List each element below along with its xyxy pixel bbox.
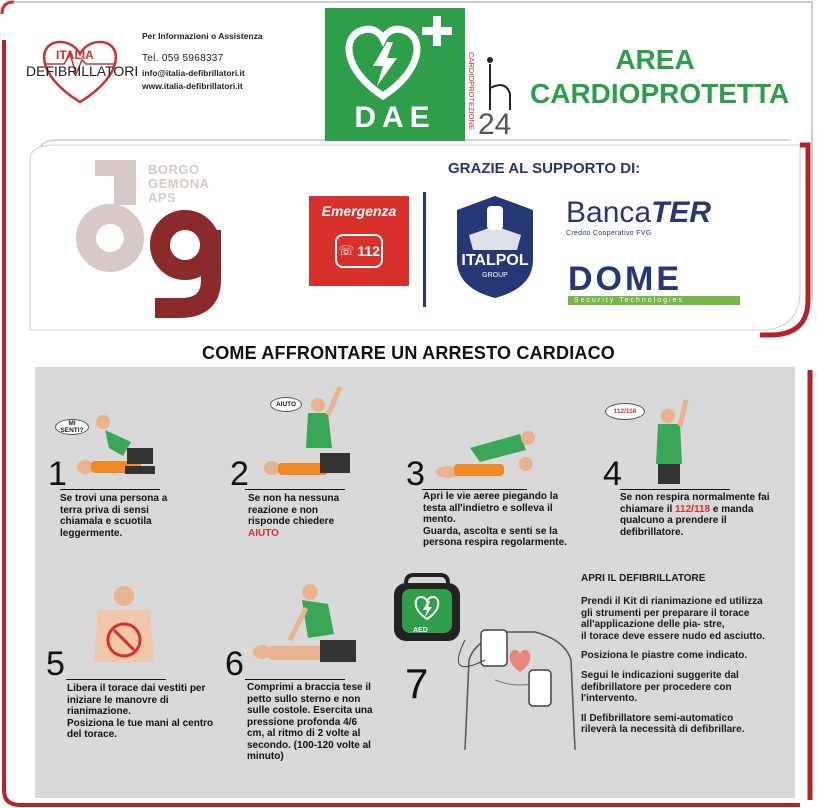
- borgo-line-1: BORGO: [148, 162, 200, 177]
- aed-paragraph-5: Il Defibrillatore semi-automatico rileve…: [581, 712, 745, 736]
- italpol-name: ITALPOL: [461, 252, 529, 269]
- phone-icon: ☏: [338, 243, 355, 258]
- area-cardioprotetta-title: AREA CARDIOPROTETTA: [530, 43, 790, 111]
- step-text-5-a: Libera il torace dai vestiti per iniziar…: [67, 683, 206, 717]
- info-title: Per Informazioni o Assistenza: [142, 31, 263, 41]
- aed-paragraph-1: Prendi il Kit di rianimazione ed utilizz…: [581, 596, 763, 631]
- speech-bubble-4-text: 112/118: [613, 408, 637, 415]
- aed-paragraph-2: il torace deve essere nudo ed asciutto.: [581, 630, 765, 642]
- step-text-3-a: Apri le vie aeree piegando la testa all'…: [423, 491, 559, 525]
- step-text-5: Libera il torace dai vestiti per iniziar…: [67, 683, 217, 741]
- step-text-2-highlight: AIUTO: [248, 527, 279, 539]
- h24-number: 24: [478, 108, 512, 141]
- aed-paragraph-4: Segui le indicazioni suggerite dal defib…: [581, 669, 739, 705]
- dome-sub: Security Technologies: [568, 296, 740, 305]
- email-address: info@italia-defibrillatori.it: [142, 68, 245, 78]
- logo-line2: DEFIBRILLATORI: [26, 63, 139, 79]
- step-underline-6: [245, 679, 345, 680]
- step-underline-5: [66, 679, 166, 680]
- emergenza-badge: ☏ 112: [335, 234, 383, 268]
- borgo-gemona-logo: [75, 154, 235, 330]
- step3-illustration: [436, 431, 535, 478]
- h24-mark-icon: [487, 57, 511, 110]
- website-address: www.italia-defibrillatori.it: [142, 80, 243, 91]
- step-number-5: 5: [46, 645, 65, 683]
- sponsor-divider: [423, 192, 426, 307]
- aed-instructions: Prendi il Kit di rianimazione ed utilizz…: [581, 596, 771, 744]
- italpol-sub: GROUP: [482, 272, 508, 279]
- dome-logo: DOME Security Technologies: [568, 262, 748, 308]
- step-text-4-b: e manda qualcuno a prendere il defibrill…: [620, 503, 754, 538]
- banca-sub: Credito Cooperativo FVG: [566, 230, 652, 237]
- borgo-line-2: GEMONA: [148, 176, 210, 191]
- sponsors-title: GRAZIE AL SUPPORTO DI:: [448, 160, 641, 177]
- step-text-4-a: Se non respira normalmente fai chiamare …: [620, 492, 770, 515]
- phone-number: Tel. 059 5968337: [142, 52, 224, 64]
- logo-line1: ITALIA: [56, 48, 94, 62]
- borgo-gemona-text: BORGO GEMONA APS: [148, 163, 210, 205]
- step-number-1: 1: [48, 455, 67, 493]
- emergenza-label: Emergenza: [321, 203, 397, 219]
- step-number-6: 6: [225, 645, 244, 683]
- speech-bubble-1: MI SENTI?: [55, 419, 89, 435]
- contact-info: Per Informazioni o Assistenza Tel. 059 5…: [142, 30, 263, 92]
- emergenza-112-logo: Emergenza ☏ 112: [309, 196, 409, 286]
- aed-paragraph-3: Posiziona le piastre come indicato.: [581, 650, 748, 662]
- dome-name: DOME: [568, 260, 682, 298]
- step2-illustration: [264, 386, 350, 475]
- step-text-3: Apri le vie aeree piegando la testa all'…: [423, 491, 568, 549]
- dae-logo: DAE: [325, 8, 465, 141]
- area-line2: CARDIOPROTETTA: [530, 78, 790, 109]
- aed-device-label: AED: [413, 627, 428, 634]
- step4-illustration: [656, 399, 689, 484]
- step-number-4: 4: [603, 455, 622, 493]
- section-title: COME AFFRONTARE UN ARRESTO CARDIACO: [202, 343, 615, 363]
- step-number-2: 2: [230, 455, 249, 493]
- step-text-3-b: Guarda, ascolta e senti se la persona re…: [423, 525, 567, 549]
- banca-ter-logo: BancaTER Credito Cooperativo FVG: [566, 196, 711, 238]
- step-text-5-b: Posiziona le tue mani al centro del tora…: [67, 717, 214, 741]
- aed-heart-icon: [345, 16, 452, 101]
- step-underline-1: [60, 489, 160, 490]
- banca-brand: TER: [651, 196, 712, 229]
- h24-logo: 24: [478, 50, 523, 145]
- step-underline-2: [245, 489, 345, 490]
- area-line1: AREA: [615, 44, 695, 75]
- speech-bubble-4: 112/118: [605, 403, 645, 420]
- shield-icon: [457, 196, 533, 298]
- borgo-line-3: APS: [148, 190, 177, 205]
- step-text-2-main: Se non ha nessuna reazione e non rispond…: [248, 493, 340, 527]
- step-text-6: Comprimi a braccia tese il petto sullo s…: [247, 682, 373, 762]
- emergenza-number: 112: [357, 243, 380, 259]
- cardioprotezione-label: CARDIOPROTEZIONE: [467, 52, 476, 130]
- step-text-1: Se trovi una persona a terra priva di se…: [60, 493, 168, 539]
- torso-pads-illustration: [457, 629, 576, 750]
- dae-label: DAE: [354, 101, 436, 134]
- step-text-2: Se non ha nessuna reazione e non rispond…: [248, 493, 353, 539]
- bg-monogram-icon: [76, 154, 221, 318]
- aed-section-title: APRI IL DEFIBRILLATORE: [581, 573, 706, 584]
- italia-defibrillatori-logo: ITALIA DEFIBRILLATORI: [24, 34, 139, 106]
- step-number-3: 3: [406, 455, 425, 493]
- banca-name: Banca: [566, 196, 652, 229]
- step5-illustration: [94, 586, 154, 662]
- step1-illustration: [77, 415, 155, 474]
- speech-bubble-2: AIUTO: [270, 397, 302, 412]
- step-underline-4: [620, 489, 730, 490]
- aed-device-illustration: [394, 573, 460, 641]
- step6-illustration: [253, 584, 356, 662]
- step-number-7: 7: [405, 660, 429, 707]
- italpol-logo: ITALPOL GROUP: [447, 190, 543, 300]
- heart-logo-icon: [42, 40, 118, 104]
- step-underline-3: [422, 489, 527, 490]
- step-text-4-highlight: 112/118: [675, 503, 711, 515]
- step-text-4: Se non respira normalmente fai chiamare …: [620, 492, 770, 538]
